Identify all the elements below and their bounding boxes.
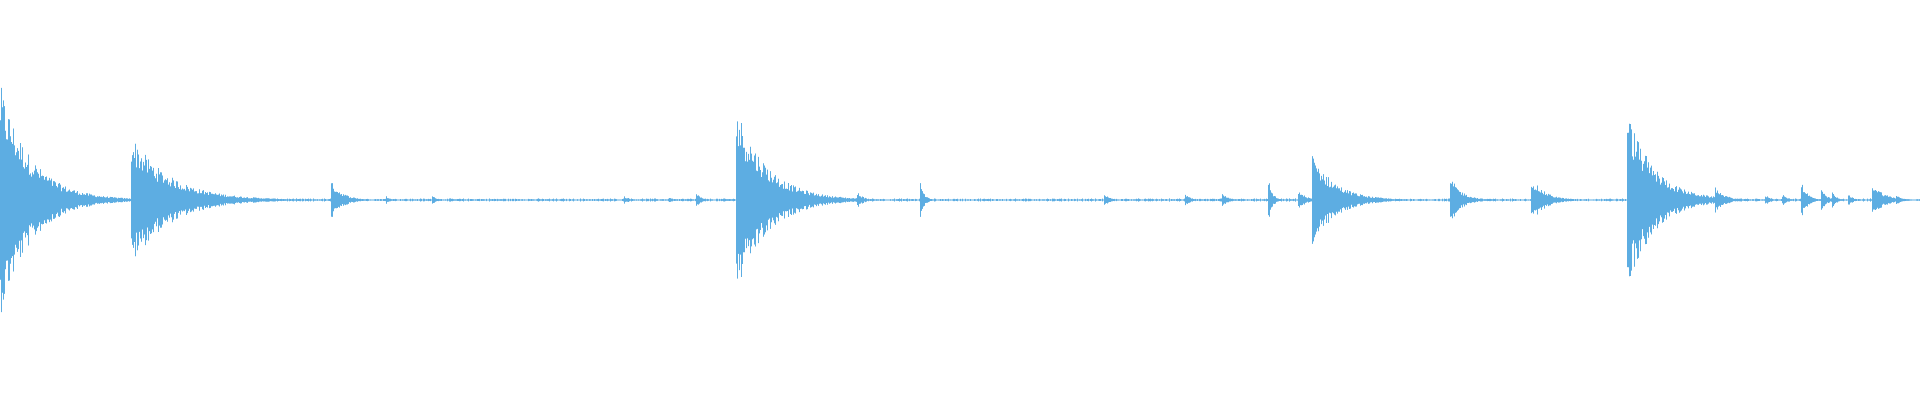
waveform-trace <box>0 87 1920 313</box>
